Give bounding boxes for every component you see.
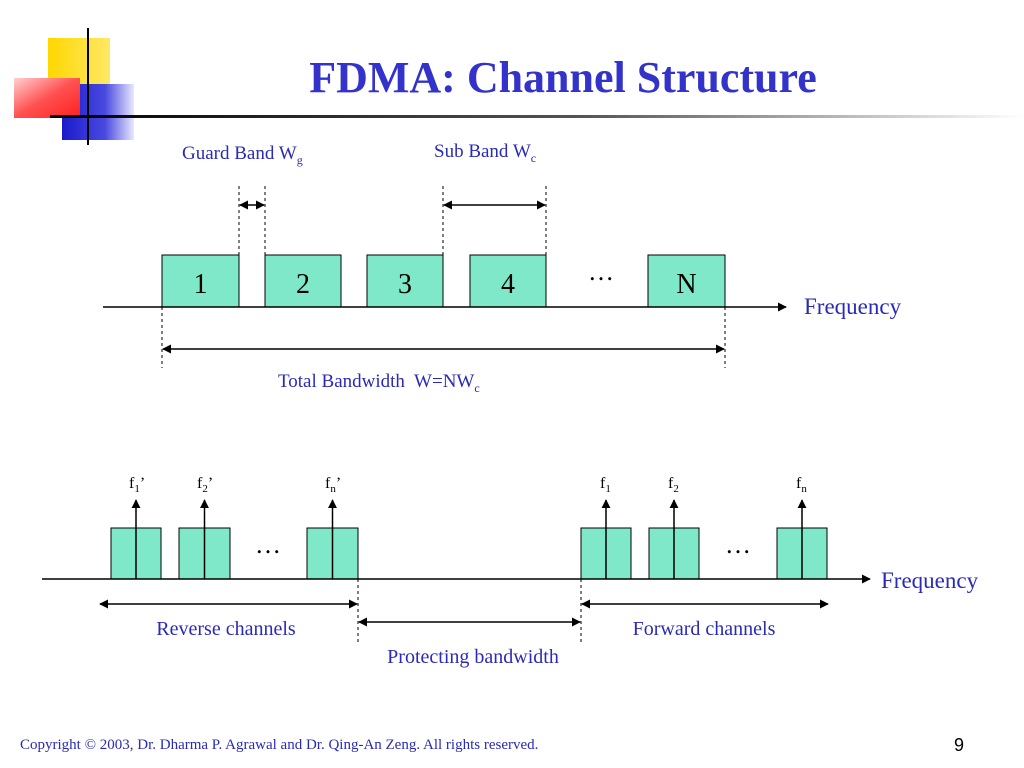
top-diagram: Guard Band Wg Sub Band Wc 1 2 3 4 … xyxy=(103,141,902,395)
forward-channel-2 xyxy=(648,499,700,580)
top-ellipsis: … xyxy=(588,257,614,286)
freq-label-f2: f2 xyxy=(668,475,679,495)
copyright-footer: Copyright © 2003, Dr. Dharma P. Agrawal … xyxy=(20,737,538,753)
forward-channels-label: Forward channels xyxy=(633,618,776,640)
channel-box-label: 3 xyxy=(398,269,412,300)
freq-label-f1-prime: f1’ xyxy=(129,475,145,495)
bottom-frequency-label: Frequency xyxy=(881,568,979,593)
sub-band-label: Sub Band Wc xyxy=(434,141,536,165)
reverse-channel-2 xyxy=(178,499,231,580)
bottom-diagram: f1’ f2’ fn’ f1 f2 fn … … xyxy=(42,475,979,668)
protecting-bandwidth-label: Protecting bandwidth xyxy=(387,646,559,668)
reverse-ellipsis: … xyxy=(255,530,281,559)
top-frequency-label: Frequency xyxy=(804,294,902,319)
page-number: 9 xyxy=(954,735,964,755)
freq-label-f1: f1 xyxy=(600,475,611,495)
decorative-squares-logo xyxy=(14,28,134,145)
channel-box-label: 1 xyxy=(194,269,208,300)
channel-box-3: 3 xyxy=(366,254,444,308)
channel-box-label: N xyxy=(676,269,696,300)
forward-channel-1 xyxy=(580,499,632,580)
channel-box-2: 2 xyxy=(264,254,342,308)
forward-ellipsis: … xyxy=(725,530,751,559)
reverse-channel-1 xyxy=(110,499,162,580)
deco-red-square xyxy=(14,78,80,118)
channel-box-label: 2 xyxy=(296,269,310,300)
channel-box-label: 4 xyxy=(501,269,515,300)
forward-channel-n xyxy=(776,499,828,580)
channel-box-1: 1 xyxy=(161,254,240,308)
freq-label-fn-prime: fn’ xyxy=(325,475,341,495)
freq-label-fn: fn xyxy=(796,475,807,495)
channel-box-4: 4 xyxy=(469,254,547,308)
total-bandwidth-label: Total Bandwidth W=NWc xyxy=(278,371,480,395)
guard-band-label: Guard Band Wg xyxy=(182,143,303,167)
freq-label-f2-prime: f2’ xyxy=(197,475,213,495)
reverse-channels-label: Reverse channels xyxy=(156,618,296,640)
page-title: FDMA: Channel Structure xyxy=(309,53,817,102)
reverse-channel-n xyxy=(306,499,359,580)
title-rule xyxy=(50,115,1024,118)
channel-box-n: N xyxy=(647,254,726,308)
